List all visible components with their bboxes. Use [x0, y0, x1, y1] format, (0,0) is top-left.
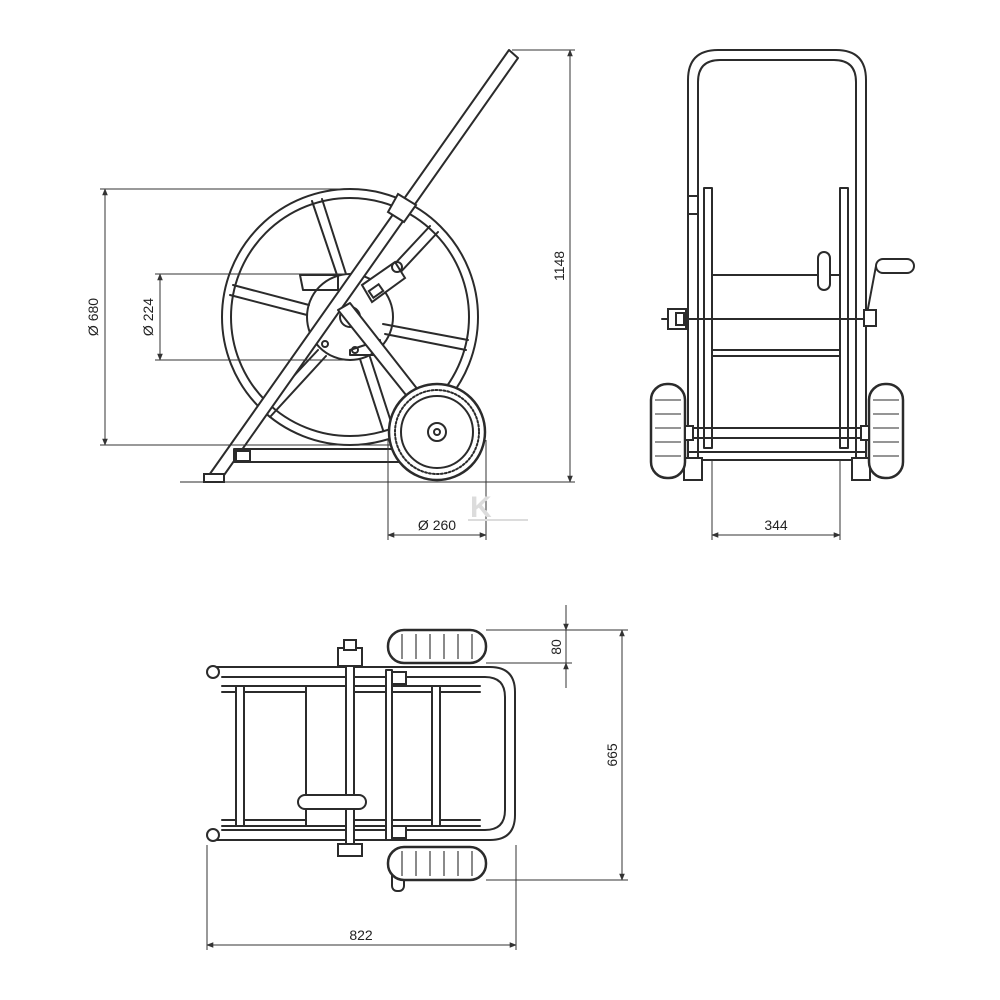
dim-hub-diameter: Ø 224	[140, 298, 156, 336]
front-view-dimensions	[711, 460, 841, 540]
dim-wheel-width: 80	[548, 639, 564, 655]
dim-reel-diameter: Ø 680	[85, 298, 101, 336]
dim-overall-length: 822	[349, 927, 373, 943]
watermark-logo: K	[470, 491, 492, 524]
dim-wheel-diameter: Ø 260	[418, 517, 456, 533]
top-view-dimensions	[206, 605, 628, 950]
dim-overall-height: 1148	[551, 251, 567, 281]
front-view	[649, 49, 915, 481]
side-view-dimensions	[100, 49, 575, 540]
top-view	[206, 628, 516, 892]
side-view	[180, 49, 520, 483]
dim-reel-width: 344	[764, 517, 788, 533]
dim-overall-width: 665	[604, 743, 620, 767]
